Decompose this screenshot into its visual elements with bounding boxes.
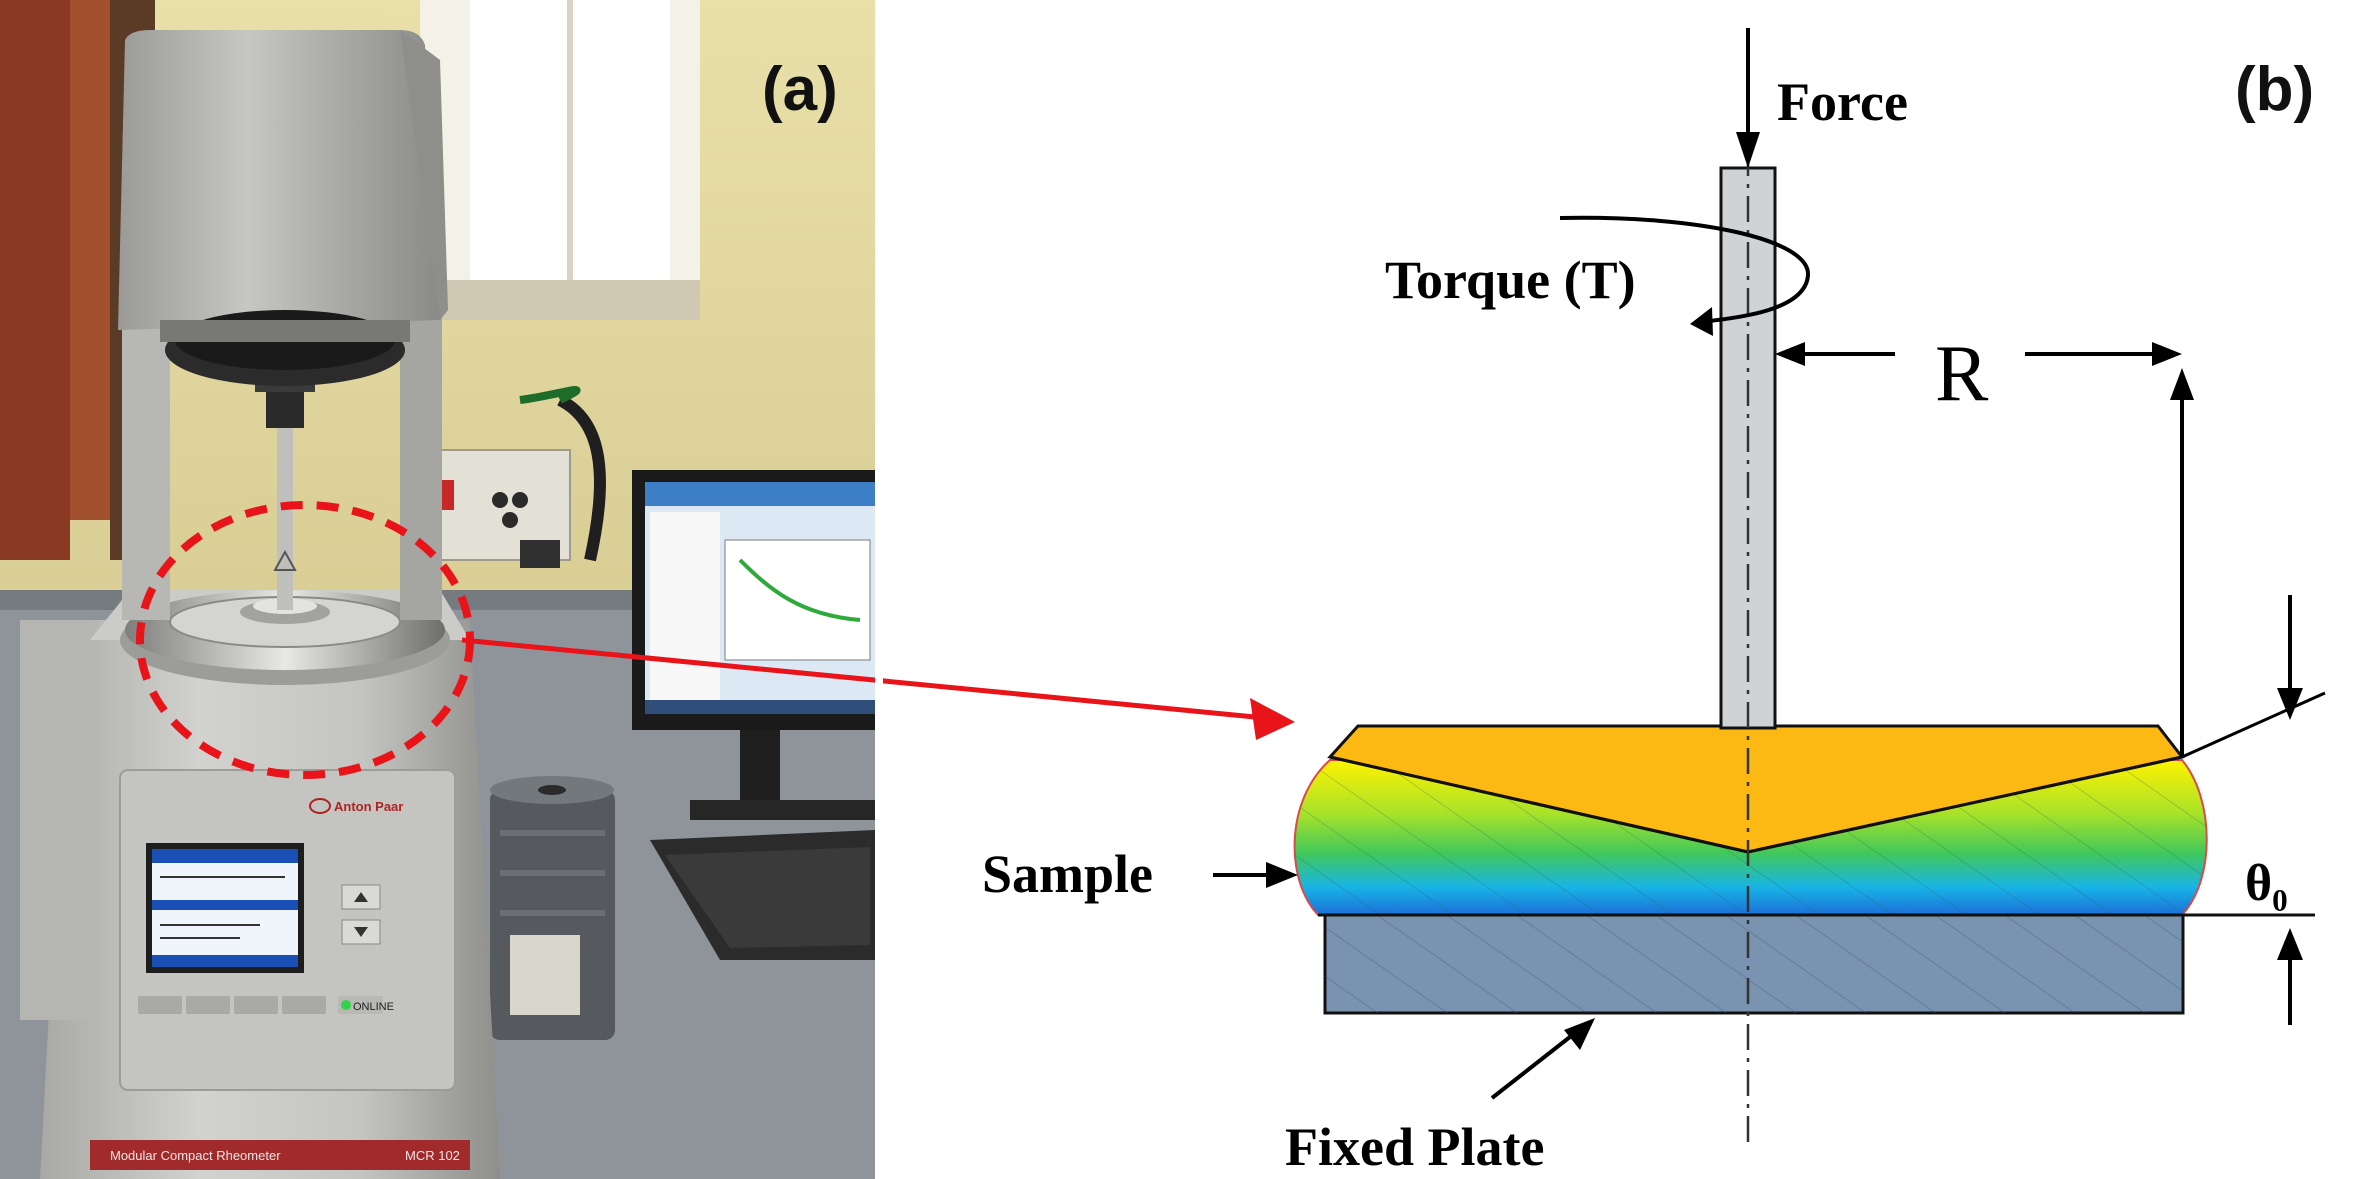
callout-line: [461, 637, 1266, 721]
rheometer: ONLINE Anton Paar Modular Compact Rheome…: [20, 30, 500, 1179]
panel-a-label: (a): [762, 55, 838, 124]
sample-label: Sample: [982, 844, 1153, 904]
torque-arrow: [1559, 215, 1811, 324]
panel-a-photo: ONLINE Anton Paar Modular Compact Rheome…: [0, 0, 875, 1179]
force-label: Force: [1777, 72, 1908, 132]
model-text: MCR 102: [405, 1148, 460, 1163]
radius-label: R: [1935, 330, 1989, 418]
panel-b-schematic: Force Torque (T) R θ₀ Sample Fixed Plate: [982, 28, 2326, 1177]
sample-container: [490, 776, 615, 1040]
panel-b-label: (b): [2235, 55, 2314, 124]
nameplate-text: Modular Compact Rheometer: [110, 1148, 281, 1163]
keyboard: [650, 830, 875, 960]
online-led-label: ONLINE: [353, 1001, 394, 1013]
callout: [136, 501, 1295, 779]
torque-label: Torque (T): [1385, 250, 1636, 310]
brand-logo-text: Anton Paar: [334, 799, 403, 814]
fixed-plate-label: Fixed Plate: [1285, 1117, 1544, 1177]
callout-arrowhead: [1250, 698, 1295, 740]
angle-label: θ₀: [2245, 855, 2288, 912]
cone-tangent: [2181, 691, 2326, 759]
fixed-plate-arrow: [1490, 1031, 1577, 1100]
